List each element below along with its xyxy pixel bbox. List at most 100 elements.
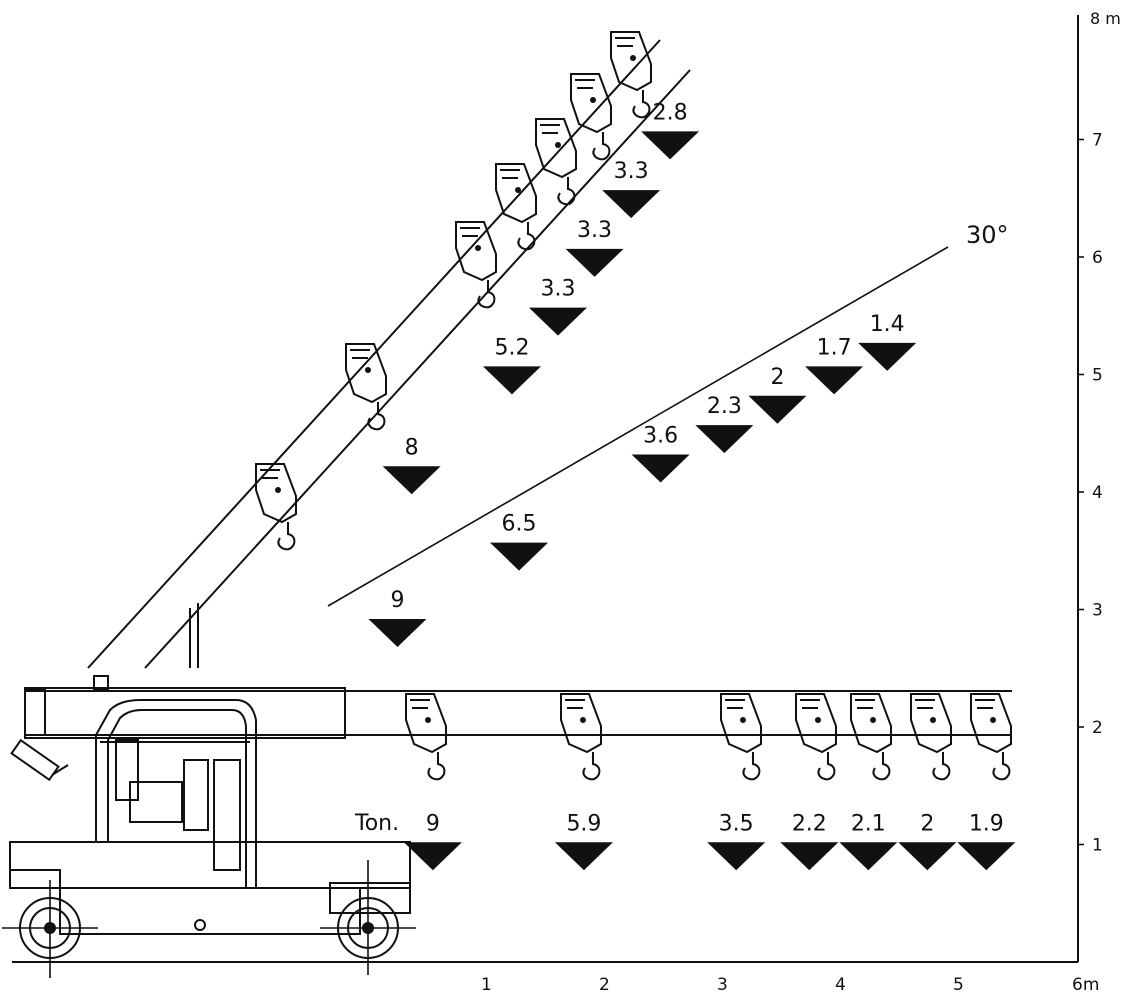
- boom-head-plate: [560, 693, 602, 754]
- x-axis-end-label: 6m: [1072, 975, 1099, 995]
- boom-head-hook: [932, 752, 951, 781]
- high-angle-load-value: 5.2: [494, 335, 529, 360]
- boom-head-plate: [795, 693, 837, 754]
- horizontal-load-triangle: [403, 842, 462, 871]
- raised-boom-head-pin: [365, 367, 371, 373]
- chassis: [9, 841, 411, 889]
- boom-head-pin: [870, 717, 876, 723]
- boom-head: [720, 693, 762, 781]
- high-angle-load-value: 2.8: [653, 100, 688, 125]
- boom-head: [850, 693, 892, 781]
- low-angle-load-triangle: [368, 619, 427, 647]
- raised-boom-head: [455, 221, 497, 309]
- boom-head-hook: [872, 752, 891, 781]
- high-angle-load-markers: 85.23.33.33.32.8: [382, 100, 700, 495]
- raised-boom: [87, 31, 691, 669]
- chassis-lower: [59, 887, 361, 935]
- low-angle-load-triangle: [858, 342, 917, 371]
- raised-boom-head: [610, 31, 652, 119]
- boom-head-hook: [817, 752, 836, 781]
- low-angle-load-triangle: [805, 366, 864, 395]
- raised-boom-head-pin: [515, 187, 521, 193]
- x-tick-label: 5: [953, 975, 964, 995]
- cab-frame: [95, 699, 257, 888]
- hydraulic-unit: [213, 759, 241, 871]
- boom-head-plate: [850, 693, 892, 754]
- boom-head: [970, 693, 1012, 781]
- raised-boom-head-pin: [555, 142, 561, 148]
- y-axis-end-label: 8 m: [1090, 9, 1121, 28]
- high-angle-load-triangle: [641, 131, 700, 160]
- boom-head-pin: [930, 717, 936, 723]
- raised-boom-head-plate: [495, 163, 537, 224]
- crane-body: [2, 675, 416, 978]
- chassis-bolt: [194, 919, 206, 931]
- boom-head: [560, 693, 602, 781]
- y-tick-label: 2: [1092, 718, 1103, 738]
- low-angle-load-triangle: [490, 542, 549, 571]
- counterweight: [329, 882, 411, 914]
- boom-head-plate: [970, 693, 1012, 754]
- low-angle-load-value: 2.3: [707, 394, 742, 419]
- raised-boom-head-hook: [517, 222, 536, 251]
- cab-frame-inner: [107, 709, 247, 888]
- seat-back: [115, 739, 139, 801]
- x-tick-label: 1: [481, 975, 492, 995]
- raised-boom-head-hook: [367, 402, 386, 431]
- control-column: [183, 759, 209, 831]
- raised-boom-upper-edge: [144, 69, 691, 669]
- raised-boom-head-hook: [592, 132, 611, 161]
- x-tick-label: 3: [717, 975, 728, 995]
- low-angle-load-value: 3.6: [643, 424, 678, 449]
- raised-boom-head-pin: [475, 245, 481, 251]
- horizontal-load-triangle: [839, 842, 898, 871]
- horizontal-load-triangle: [780, 842, 839, 871]
- horizontal-load-triangle: [898, 842, 957, 871]
- beacon: [93, 675, 109, 691]
- y-tick-label: 1: [1092, 836, 1103, 856]
- angle-30-line: [327, 246, 949, 607]
- horizontal-boom-base-section: [24, 687, 346, 739]
- high-angle-load-triangle: [528, 307, 587, 336]
- low-angle-load-value: 2: [770, 365, 784, 390]
- raised-boom-head-plate: [345, 343, 387, 404]
- low-angle-load-triangle: [695, 425, 754, 454]
- boom-head-hook: [742, 752, 761, 781]
- raised-boom-head: [535, 118, 577, 206]
- high-angle-load-triangle: [565, 248, 624, 277]
- high-angle-load-value: 8: [405, 435, 419, 460]
- rear-wheel: [320, 897, 416, 959]
- raised-boom-head-pin: [275, 487, 281, 493]
- low-angle-load-value: 9: [391, 588, 405, 613]
- front-wheel: [2, 880, 98, 978]
- x-tick-label: 2: [599, 975, 610, 995]
- raised-boom-head: [495, 163, 537, 251]
- boom-head-plate: [910, 693, 952, 754]
- boom-head-pin: [580, 717, 586, 723]
- y-tick-label: 4: [1092, 483, 1103, 503]
- horizontal-load-value: 3.5: [719, 811, 754, 836]
- raised-boom-head-plate: [455, 221, 497, 282]
- boom-head: [910, 693, 952, 781]
- raised-boom-head-pin: [590, 97, 596, 103]
- raised-boom-head-plate: [255, 463, 297, 524]
- y-tick-label: 3: [1092, 601, 1103, 621]
- raised-boom-head: [345, 343, 387, 431]
- raised-boom-head-plate: [610, 31, 652, 92]
- raised-boom-head-hook: [477, 280, 496, 309]
- horizontal-load-triangle: [707, 842, 766, 871]
- horizontal-boom: [24, 687, 1012, 781]
- seat: [129, 781, 183, 823]
- high-angle-load-value: 3.3: [614, 159, 649, 184]
- side-mirror: [10, 738, 69, 782]
- boom-head-pin: [990, 717, 996, 723]
- low-angle-load-value: 1.4: [870, 312, 905, 337]
- raised-boom-head-hook: [557, 177, 576, 206]
- horizontal-load-value: 2.2: [792, 811, 827, 836]
